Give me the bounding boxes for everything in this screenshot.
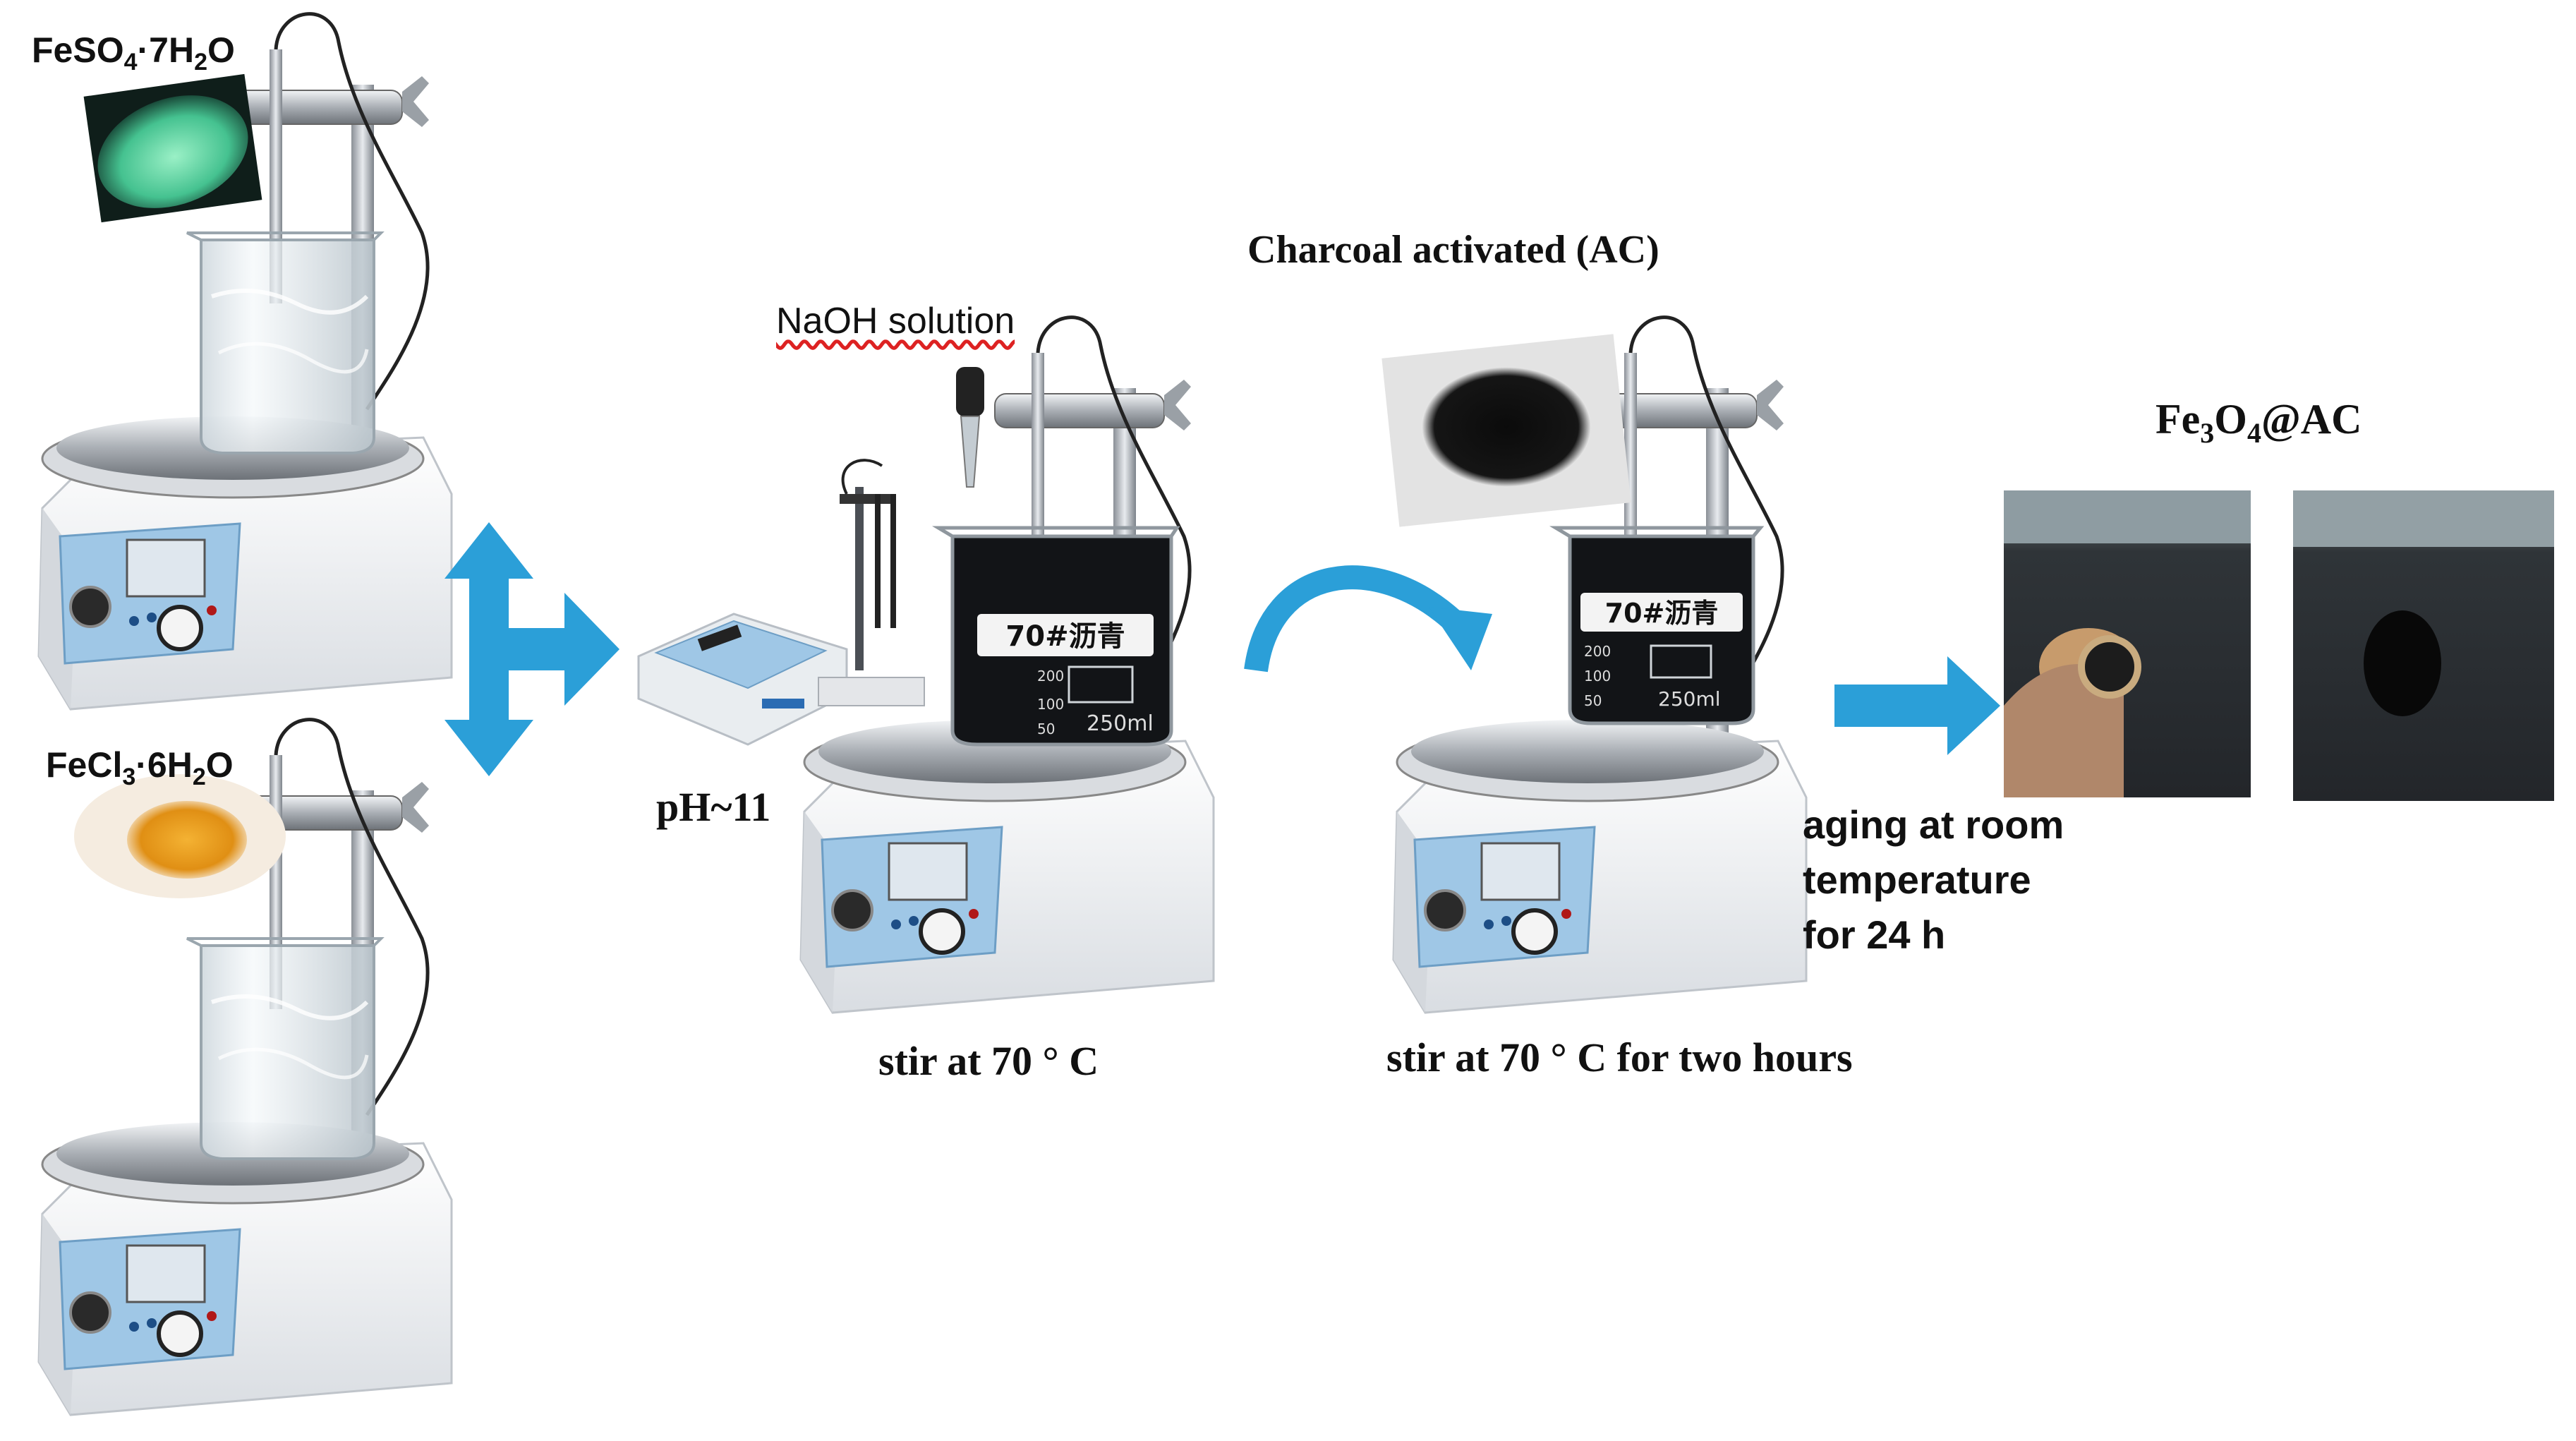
grad-50-1: 50 — [1037, 720, 1055, 737]
aging-line-3: for 24 h — [1803, 912, 1946, 957]
product-photo-1 — [2004, 490, 2251, 797]
beaker-label-2: 70#沥青 — [1605, 598, 1719, 629]
beaker-label-1: 70#沥青 — [1005, 620, 1125, 653]
aging-line-1: aging at room — [1803, 802, 2064, 847]
label-aging: aging at room temperature for 24 h — [1803, 797, 2064, 963]
product-photo-2 — [2293, 490, 2554, 801]
curved-arrow — [1244, 565, 1492, 673]
dropper-icon — [956, 367, 984, 488]
label-stir-1: stir at 70 ° C — [878, 1038, 1099, 1084]
green-powder-photo — [83, 73, 262, 223]
grad-100-2: 100 — [1584, 668, 1611, 685]
volume-mark-1: 250ml — [1087, 711, 1154, 736]
volume-mark-2: 250ml — [1658, 687, 1721, 711]
charcoal-powder-photo — [1381, 334, 1631, 527]
dark-beaker-2: 70#沥青 200 100 50 250ml — [1549, 526, 1765, 725]
label-stir-2: stir at 70 ° C for two hours — [1386, 1035, 1853, 1080]
grad-200-1: 200 — [1037, 668, 1064, 685]
label-charcoal: Charcoal activated (AC) — [1247, 228, 1659, 272]
right-arrow — [1834, 656, 2000, 755]
label-ph: pH~11 — [656, 784, 771, 830]
grad-200-2: 200 — [1584, 643, 1611, 660]
label-fe-chloride: FeCl3·6H2O — [46, 745, 234, 790]
grad-50-2: 50 — [1584, 692, 1602, 709]
grad-100-1: 100 — [1037, 696, 1064, 713]
orange-powder-photo — [74, 774, 286, 898]
label-product: Fe3O4@AC — [2155, 396, 2362, 449]
label-naoh: NaOH solution — [776, 301, 1015, 342]
dark-beaker-1: 70#沥青 200 100 50 250ml — [931, 526, 1180, 747]
label-fe-sulfate: FeSO4·7H2O — [32, 30, 235, 76]
merge-arrow — [445, 522, 619, 776]
aging-line-2: temperature — [1803, 857, 2031, 902]
ph-meter — [637, 459, 925, 746]
